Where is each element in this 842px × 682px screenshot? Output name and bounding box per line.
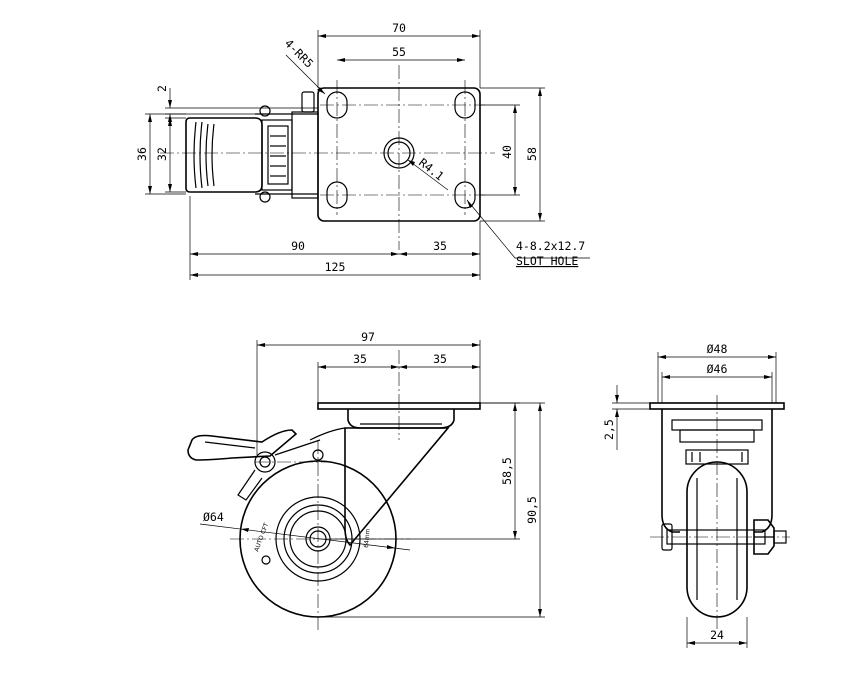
- wheel-side-text: 64mm: [363, 528, 372, 548]
- dim-plate-width: 70: [392, 21, 406, 35]
- brake-pedal-outline: [185, 117, 263, 193]
- front-fork: [661, 409, 680, 533]
- front-view: Ø48 Ø46 2,5 24: [602, 342, 790, 648]
- wheel-brand-text: AUTO CFT: [253, 522, 270, 553]
- dim-overall-length: 125: [325, 260, 346, 274]
- swivel-bearing: [347, 409, 455, 429]
- dim-front-plate-thickness: 2,5: [602, 419, 616, 440]
- dim-brake-inner: 32: [155, 147, 169, 161]
- dim-center-radius: R4.1: [416, 155, 447, 183]
- dim-swivel-height: 58,5: [500, 457, 514, 485]
- dim-offset-total: 97: [361, 330, 375, 344]
- dim-wheel-width: 24: [710, 628, 724, 642]
- dim-plate-height: 58: [525, 147, 539, 161]
- dim-left-to-center: 90: [291, 239, 305, 253]
- fork-body: [344, 427, 450, 547]
- side-brake-lever: [187, 429, 298, 461]
- dim-front-plate-width: Ø48: [707, 342, 728, 356]
- dim-offset-2: 2: [155, 85, 169, 92]
- dim-hole-spacing-y: 40: [500, 145, 514, 159]
- dim-hole-spacing-x: 55: [392, 45, 406, 59]
- top-view: 70 55 4-RR5 2 36 32 40: [135, 21, 590, 280]
- slot-note-size: 4-8.2x12.7: [516, 239, 585, 253]
- dim-bracket-width: Ø46: [707, 362, 728, 376]
- dim-wheel-diameter: Ø64: [203, 510, 224, 524]
- slot-note-label: SLOT HOLE: [516, 254, 578, 268]
- dim-half-plate-right: 35: [433, 352, 447, 366]
- side-view: AUTO CFT 64mm 97 35 35 Ø64: [187, 330, 545, 630]
- dim-corner-radius: 4-RR5: [282, 36, 316, 70]
- dim-brake-outer: 36: [135, 147, 149, 161]
- dim-total-height: 90,5: [525, 496, 539, 524]
- axle-nut: [753, 519, 775, 555]
- dim-half-plate-left: 35: [353, 352, 367, 366]
- dim-center-to-right: 35: [433, 239, 447, 253]
